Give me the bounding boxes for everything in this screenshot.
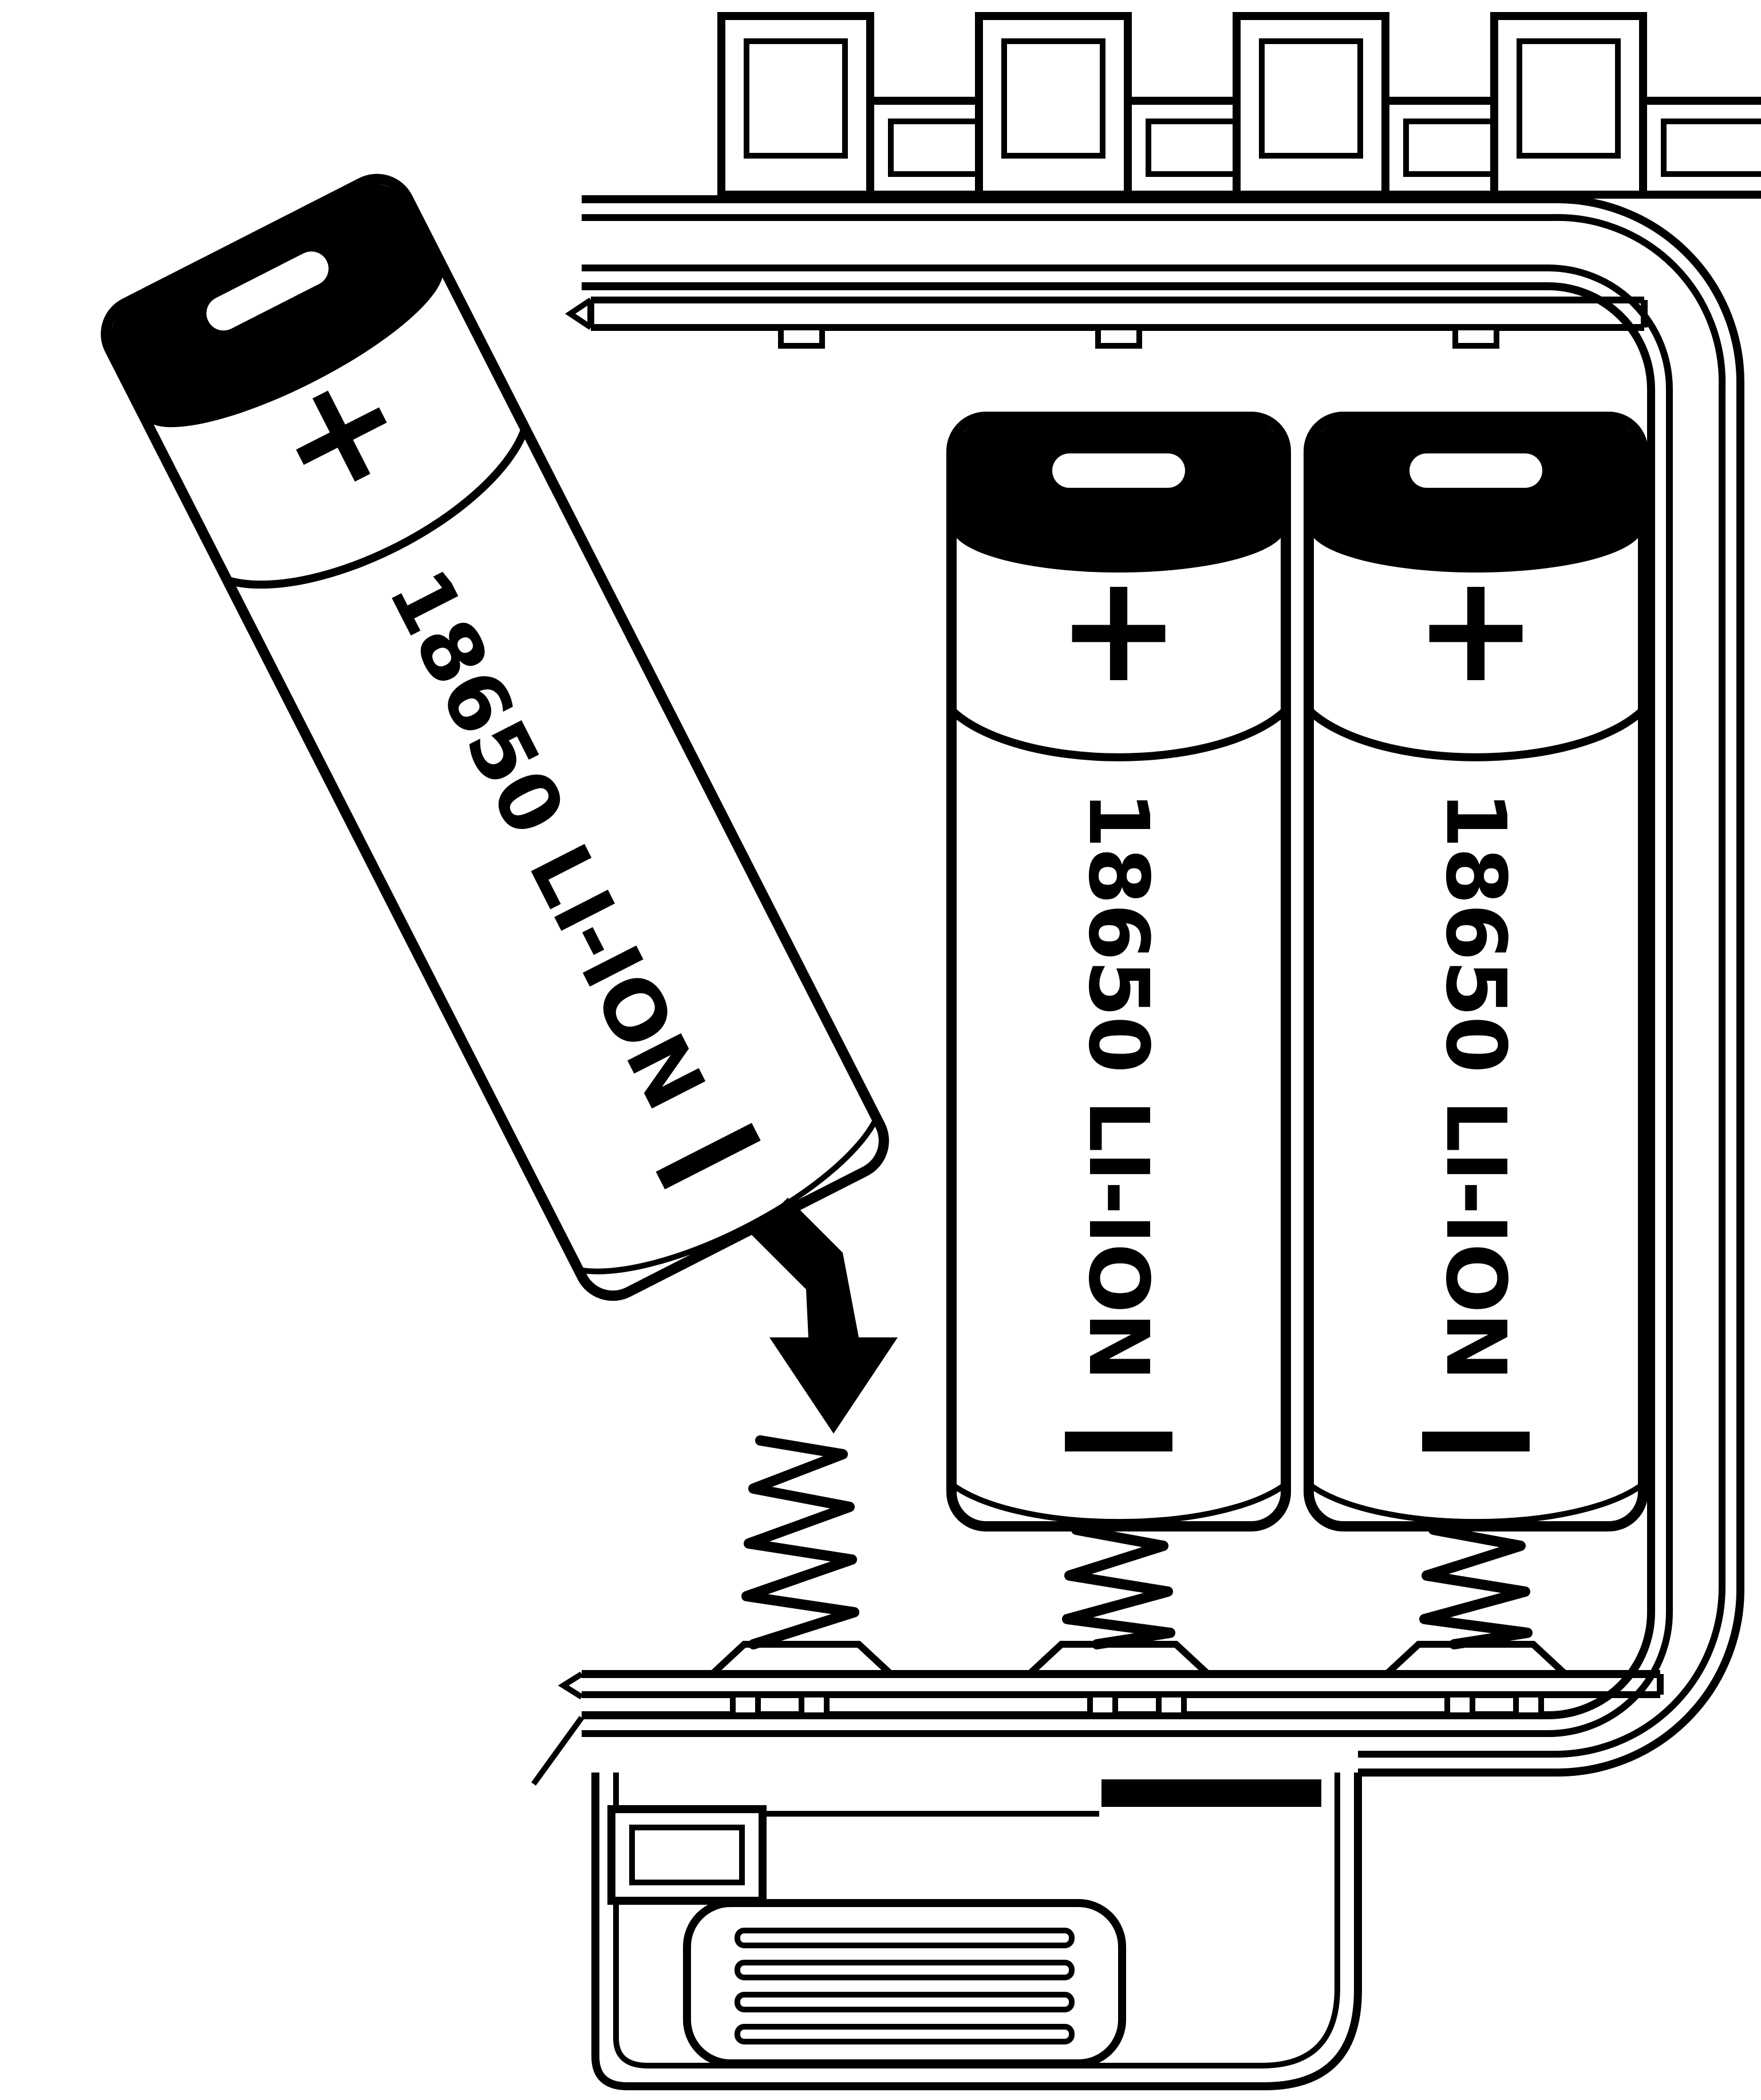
grip-slot xyxy=(735,1960,1075,1980)
plus-terminal-label: + xyxy=(1056,543,1181,716)
latch-button-inner xyxy=(629,1825,745,1885)
spring-contacts xyxy=(741,1435,1533,1649)
latch-housing-inner xyxy=(613,1773,1340,2069)
hinge-tab-icon xyxy=(1494,16,1643,195)
positive-contact-nub xyxy=(778,325,825,349)
spring-mount xyxy=(1026,1641,1211,1677)
spring-contact-middle xyxy=(1062,1525,1175,1649)
strip-cut-mark xyxy=(564,297,593,330)
spring-contact-empty-slot xyxy=(741,1435,859,1649)
battery-model-label: 18650 LI-ION xyxy=(1071,791,1167,1380)
case-cutaway-line xyxy=(531,1716,585,1786)
hinge-tab-icon xyxy=(1237,16,1385,195)
case-outer-wall-line xyxy=(582,195,1744,1777)
plus-terminal-label: + xyxy=(1413,543,1538,716)
hinge-tab-icon xyxy=(721,16,870,195)
bottom-latch-assembly xyxy=(591,1773,1362,2090)
battery-model-label: 18650 LI-ION xyxy=(1428,791,1524,1380)
grip-slot xyxy=(735,1992,1075,2012)
rail-clip xyxy=(1444,1692,1475,1718)
spring-mount xyxy=(1384,1641,1568,1677)
bottom-contact-rail xyxy=(558,1641,1664,1718)
spring-contact-right xyxy=(1419,1525,1533,1649)
minus-terminal-label: − xyxy=(1404,1336,1547,1536)
rail-clip xyxy=(730,1692,761,1718)
battery-installed-middle: + 18650 LI-ION − xyxy=(951,417,1286,1536)
spring-mount xyxy=(709,1641,894,1677)
insertion-arrow-icon xyxy=(751,1198,898,1434)
rail-clip xyxy=(799,1692,830,1718)
latch-slide-bar xyxy=(1101,1779,1321,1807)
minus-terminal-label: − xyxy=(1047,1336,1190,1536)
top-contact-strip xyxy=(564,297,1648,349)
latch-housing-outer xyxy=(591,1773,1362,2090)
rail-cut-mark xyxy=(558,1671,583,1700)
battery-installed-right: + 18650 LI-ION − xyxy=(1309,417,1643,1536)
rail-clip xyxy=(1087,1692,1118,1718)
case-outer-wall-inner-line xyxy=(582,214,1726,1758)
positive-contact-nub xyxy=(1095,325,1142,349)
hinge-tab-icon xyxy=(979,16,1128,195)
rail-bottom-line xyxy=(582,1674,1664,1698)
contact-strip-lines xyxy=(587,297,1648,331)
grip-slot xyxy=(735,2024,1075,2044)
positive-contact-nub xyxy=(1452,325,1499,349)
battery-being-inserted: + 18650 LI-ION − xyxy=(94,167,900,1316)
rail-clip xyxy=(1513,1692,1544,1718)
rail-clip xyxy=(1156,1692,1187,1718)
hinge-bridge-icon xyxy=(1643,101,1761,195)
case-liner-outer-line xyxy=(582,265,1673,1737)
case-hinge-tabs xyxy=(721,16,1761,195)
grip-slot xyxy=(735,1928,1075,1948)
